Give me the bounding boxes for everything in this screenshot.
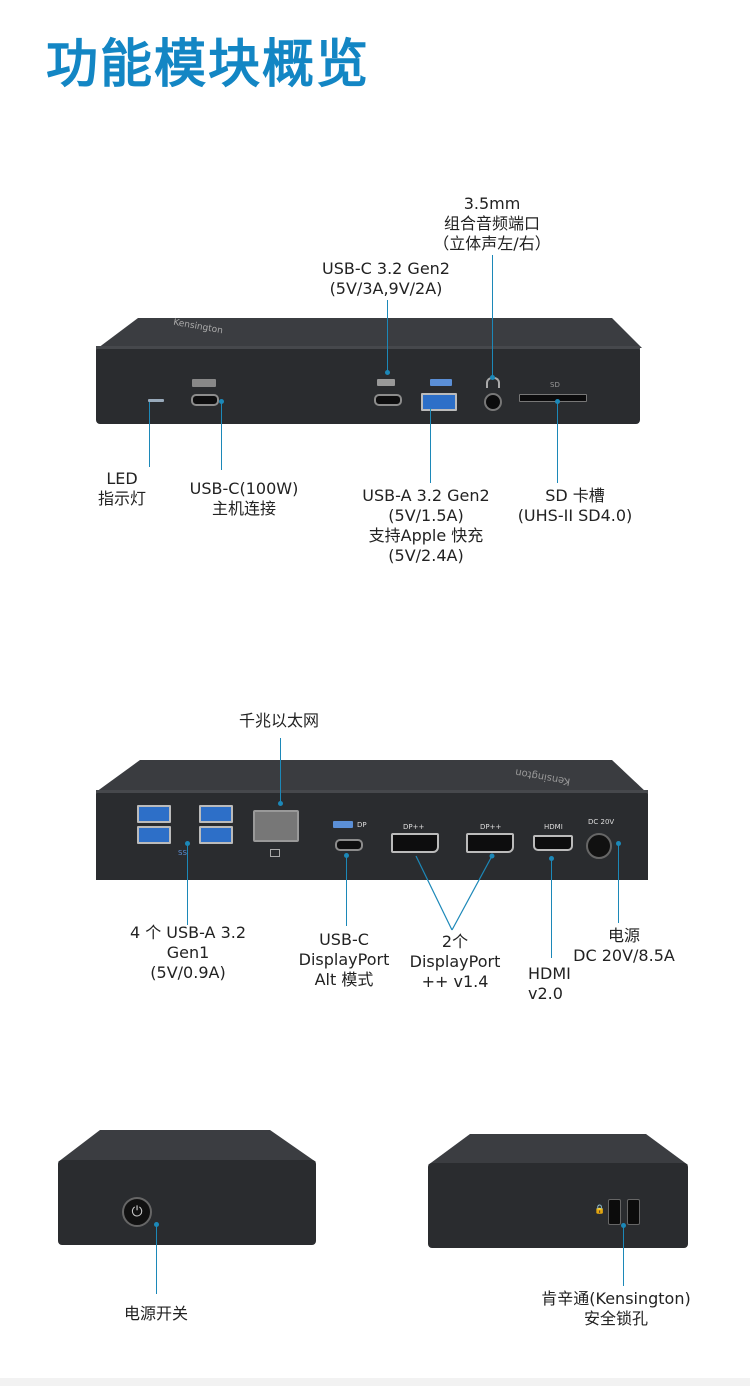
front-dock-svg [96,318,642,424]
leader-audio-dot [490,375,495,380]
lock-icon: 🔒 [594,1205,606,1215]
dp-port-1 [391,833,439,853]
leader-usbc-dp-dot [344,853,349,858]
dppp-mark-1: DP++ [403,823,425,831]
leader-sd [557,401,558,483]
usbc-front-port [374,394,402,406]
page-title: 功能模块概览 [46,35,371,95]
usba-rear-port-4 [199,826,233,844]
leader-audio [492,255,493,378]
leader-hdmi-dot [549,856,554,861]
hdmi-mark: HDMI [544,823,563,831]
left-side-svg [58,1130,316,1245]
leader-sd-dot [555,399,560,404]
usba-rear-port-1 [137,805,171,823]
usba-front-port [421,393,457,411]
usba-front-icon [430,379,452,386]
label-usbc-host: USB-C(100W)主机连接 [189,479,299,518]
leader-ethernet [280,738,281,803]
leader-lock [623,1226,624,1286]
right-side-svg [428,1134,688,1248]
sd-slot [519,394,587,402]
lock-slot-2 [627,1199,640,1225]
leader-hdmi [551,858,552,958]
usbc-host-port [191,394,219,406]
power-button-icon: ⏻ [122,1197,152,1227]
usba-rear-port-2 [137,826,171,844]
leader-power [618,843,619,923]
bottom-band [0,1378,750,1386]
label-ethernet: 千兆以太网 [238,711,319,730]
dp-port-2 [466,833,514,853]
usbc-front-icon [377,379,395,386]
leader-power-switch-dot [154,1222,159,1227]
usbc-host-icon [192,379,216,387]
leader-usba-rear [187,843,188,925]
dp-usbc-icon [333,821,353,828]
hdmi-port [533,835,573,851]
label-usba-front: USB-A 3.2 Gen2(5V/1.5A)支持Apple 快充(5V/2.4… [362,486,490,565]
audio-jack [484,393,502,411]
leader-led [149,402,150,467]
label-power-switch: 电源开关 [123,1304,188,1323]
sd-mark: SD [550,381,560,389]
leader-power-dot [616,841,621,846]
leader-usbc-front [387,300,388,372]
ss-mark: SS [178,849,187,857]
led-indicator [148,399,164,402]
leader-usbc-host-dot [219,399,224,404]
ethernet-port [253,810,299,842]
leader-usbc-front-dot [385,370,390,375]
leader-lock-dot [621,1223,626,1228]
lock-slot-1 [608,1199,621,1225]
leader-usbc-dp [346,856,347,926]
dc-jack [586,833,612,859]
leader-usba-front [430,408,431,483]
leader-power-switch [156,1224,157,1294]
label-sd: SD 卡槽(UHS-II SD4.0) [517,486,633,525]
label-usbc-front: USB-C 3.2 Gen2(5V/3A,9V/2A) [322,259,450,298]
ethernet-icon [270,849,280,857]
usba-rear-port-3 [199,805,233,823]
dc-mark: DC 20V [588,818,615,826]
leader-usba-rear-dot [185,841,190,846]
label-lock: 肯辛通(Kensington)安全锁孔 [541,1289,691,1328]
dppp-mark-2: DP++ [480,823,502,831]
leader-usbc-host [221,402,222,470]
leader-ethernet-dot [278,801,283,806]
leader-dp-v [415,853,495,931]
usbc-dp-port [335,839,363,851]
rear-dock-svg [96,760,648,880]
dp-mark: DP [357,821,367,829]
